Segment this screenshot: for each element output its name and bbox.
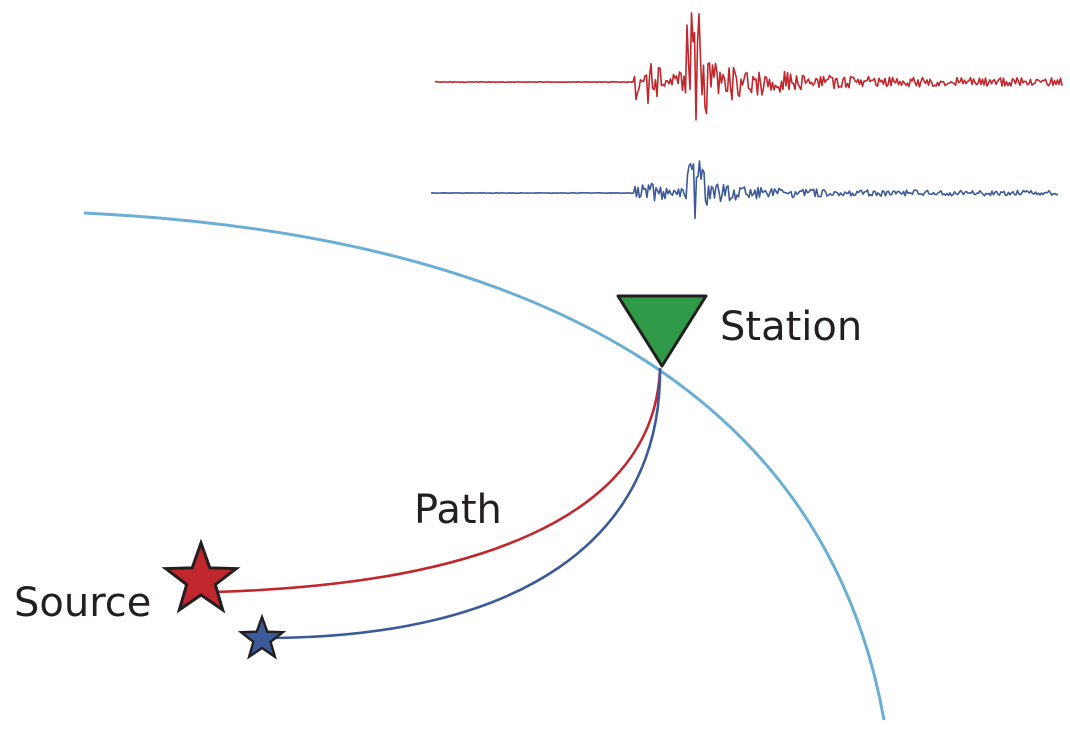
small-event-seismogram xyxy=(430,160,1059,220)
station-label: Station xyxy=(720,304,862,350)
surface-curve xyxy=(83,211,886,721)
path-label: Path xyxy=(414,487,502,533)
small-event-star-icon xyxy=(237,613,287,660)
large-event-seismogram xyxy=(435,12,1063,121)
small-event-ray-path xyxy=(264,367,662,640)
large-event-ray-path xyxy=(212,367,662,594)
station-triangle-icon xyxy=(616,294,708,368)
large-event-star-icon xyxy=(161,538,241,614)
source-label: Source xyxy=(14,580,151,626)
